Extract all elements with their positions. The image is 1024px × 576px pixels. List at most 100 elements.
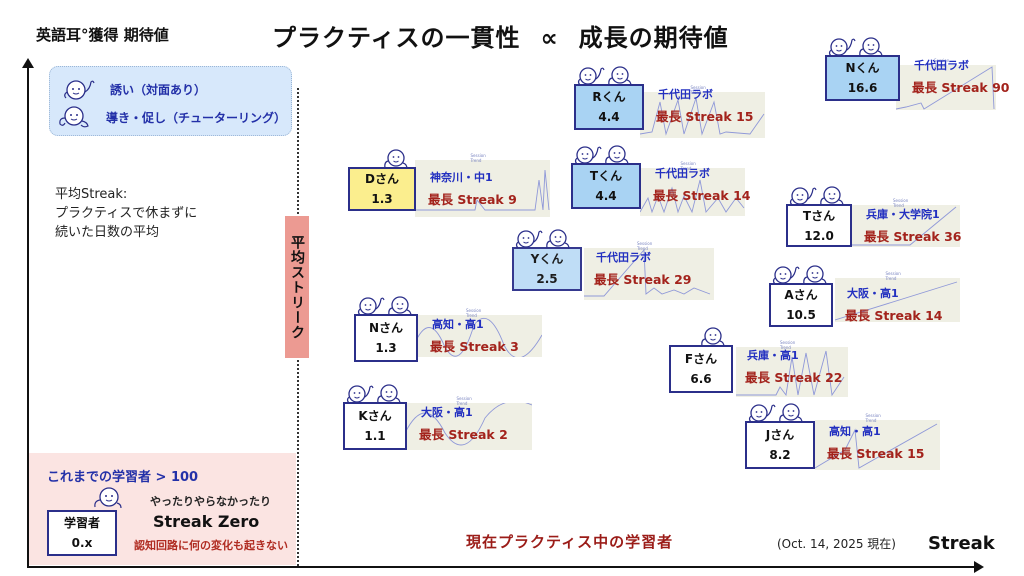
session-trend-chart	[815, 420, 940, 470]
session-trend-chart	[415, 160, 550, 217]
learner-location: 神奈川・中1	[430, 171, 493, 184]
mascot-icon	[574, 145, 629, 166]
session-trend-line	[414, 317, 542, 357]
mascot-icon	[356, 292, 416, 324]
legend-label-invite: 誘い（対面あり）	[110, 82, 207, 97]
mascot-icon	[345, 380, 405, 412]
mascot-icon	[577, 66, 632, 87]
chart-title: Session Trend	[466, 308, 482, 318]
legend-label-guide: 導き・促し（チューターリング）	[106, 110, 287, 125]
learner-avg-streak: 1.3	[375, 341, 397, 355]
leaning-mascot-icon	[59, 106, 89, 128]
chart-title: Session Trend	[690, 85, 706, 95]
chart-title: Session Trend	[934, 58, 950, 68]
y-axis-arrow-icon	[22, 58, 34, 68]
session-trend-chart	[896, 65, 996, 110]
session-trend-chart	[835, 278, 960, 322]
learner-avg-streak: 6.6	[690, 372, 712, 386]
zero-subtitle: やったりやらなかったり	[150, 495, 271, 508]
mascot-icon	[772, 265, 827, 286]
y-axis-title: 英語耳°獲得 期待値	[36, 26, 169, 44]
learner-best-streak: 最長 Streak 29	[594, 272, 692, 287]
learner-location: 高知・高1	[432, 318, 484, 331]
learner-location: 千代田ラボ	[658, 88, 713, 101]
learner-name: Rくん	[592, 90, 626, 104]
learner-avg-streak: 1.1	[364, 429, 386, 443]
mascot-icon	[94, 487, 122, 509]
mascot-icon	[576, 62, 636, 94]
session-trend-line	[815, 423, 938, 469]
as-of-date: (Oct. 14, 2025 現在)	[777, 537, 896, 551]
learner-name: Aさん	[784, 288, 818, 302]
learner-best-streak: 最長 Streak 2	[419, 427, 508, 442]
learner-name: Dさん	[365, 172, 399, 186]
page-title: プラクティスの一貫性∝成長の期待値	[272, 18, 729, 53]
learner-avg-streak: 16.6	[847, 81, 878, 95]
legend: 誘い（対面あり） 導き・促し（チューターリング）	[49, 66, 292, 136]
learner-best-streak: 最長 Streak 15	[827, 446, 925, 461]
x-axis-arrow-icon	[974, 561, 984, 573]
current-learners-label: 現在プラクティス中の学習者	[466, 533, 674, 551]
streak-description: 平均Streak: プラクティスで休まずに 続いた日数の平均	[55, 185, 197, 242]
session-trend-chart	[640, 92, 765, 138]
learner-best-streak: 最長 Streak 14	[845, 308, 943, 323]
legend-item-invite: 誘い（対面あり）	[60, 77, 206, 101]
learner-best-streak: 最長 Streak 90	[912, 80, 1010, 95]
zero-learner-value: 0.x	[71, 536, 93, 550]
session-trend-line	[640, 179, 745, 214]
title-right: 成長の期待値	[578, 24, 729, 52]
learner-name-box: Dさん 1.3	[348, 167, 416, 211]
session-trend-line	[736, 350, 845, 397]
zero-learner-label: 学習者	[63, 516, 100, 530]
mascot-icon	[515, 229, 570, 250]
learner-best-streak: 最長 Streak 9	[428, 192, 517, 207]
learner-best-streak: 最長 Streak 22	[745, 370, 843, 385]
zero-learner-box: 学習者 0.x	[47, 510, 117, 556]
learner-name: Nくん	[845, 61, 880, 75]
learner-location: 大阪・高1	[847, 287, 899, 300]
session-trend-chart	[414, 315, 542, 357]
session-trend-chart	[584, 248, 714, 300]
learner-best-streak: 最長 Streak 14	[653, 188, 751, 203]
mascot-icon	[514, 225, 574, 257]
desc-line-2: プラクティスで休まずに	[55, 206, 198, 221]
desc-line-1: 平均Streak:	[55, 187, 128, 202]
avg-streak-label: 平均ストリーク	[285, 216, 309, 358]
learner-name: Jさん	[765, 428, 795, 442]
session-trend-chart	[640, 168, 745, 216]
learner-best-streak: 最長 Streak 36	[864, 229, 962, 244]
chart-title: Session Trend	[885, 271, 901, 281]
mascot-icon	[346, 384, 401, 405]
pointing-mascot-icon	[64, 80, 95, 100]
session-trend-chart	[736, 347, 848, 397]
session-trend-chart	[405, 403, 532, 450]
session-trend-line	[896, 66, 995, 110]
mascot-icon	[357, 296, 412, 317]
learner-name: Fさん	[684, 352, 718, 366]
session-trend-line	[415, 169, 550, 211]
legend-item-guide: 導き・促し（チューターリング）	[56, 105, 286, 129]
mascot-icon	[827, 33, 887, 65]
session-trend-line	[835, 281, 958, 321]
learner-location: 兵庫・高1	[747, 349, 799, 362]
learner-location: 千代田ラボ	[914, 59, 969, 72]
session-trend-line	[405, 403, 532, 446]
mascot-icon	[771, 261, 831, 293]
learner-location: 兵庫・大学院1	[866, 208, 940, 221]
chart-title: Session Trend	[893, 198, 909, 208]
zero-note: 認知回路に何の変化も起きない	[134, 539, 288, 552]
proportional-symbol: ∝	[540, 24, 559, 52]
learner-avg-streak: 12.0	[804, 228, 834, 243]
learner-avg-streak: 1.3	[371, 192, 393, 206]
learner-best-streak: 最長 Streak 15	[656, 109, 754, 124]
session-trend-line	[640, 97, 765, 136]
chart-title: Session Trend	[470, 153, 486, 163]
streak-zero-label: Streak Zero	[153, 512, 260, 531]
learner-name: Yくん	[530, 252, 564, 266]
